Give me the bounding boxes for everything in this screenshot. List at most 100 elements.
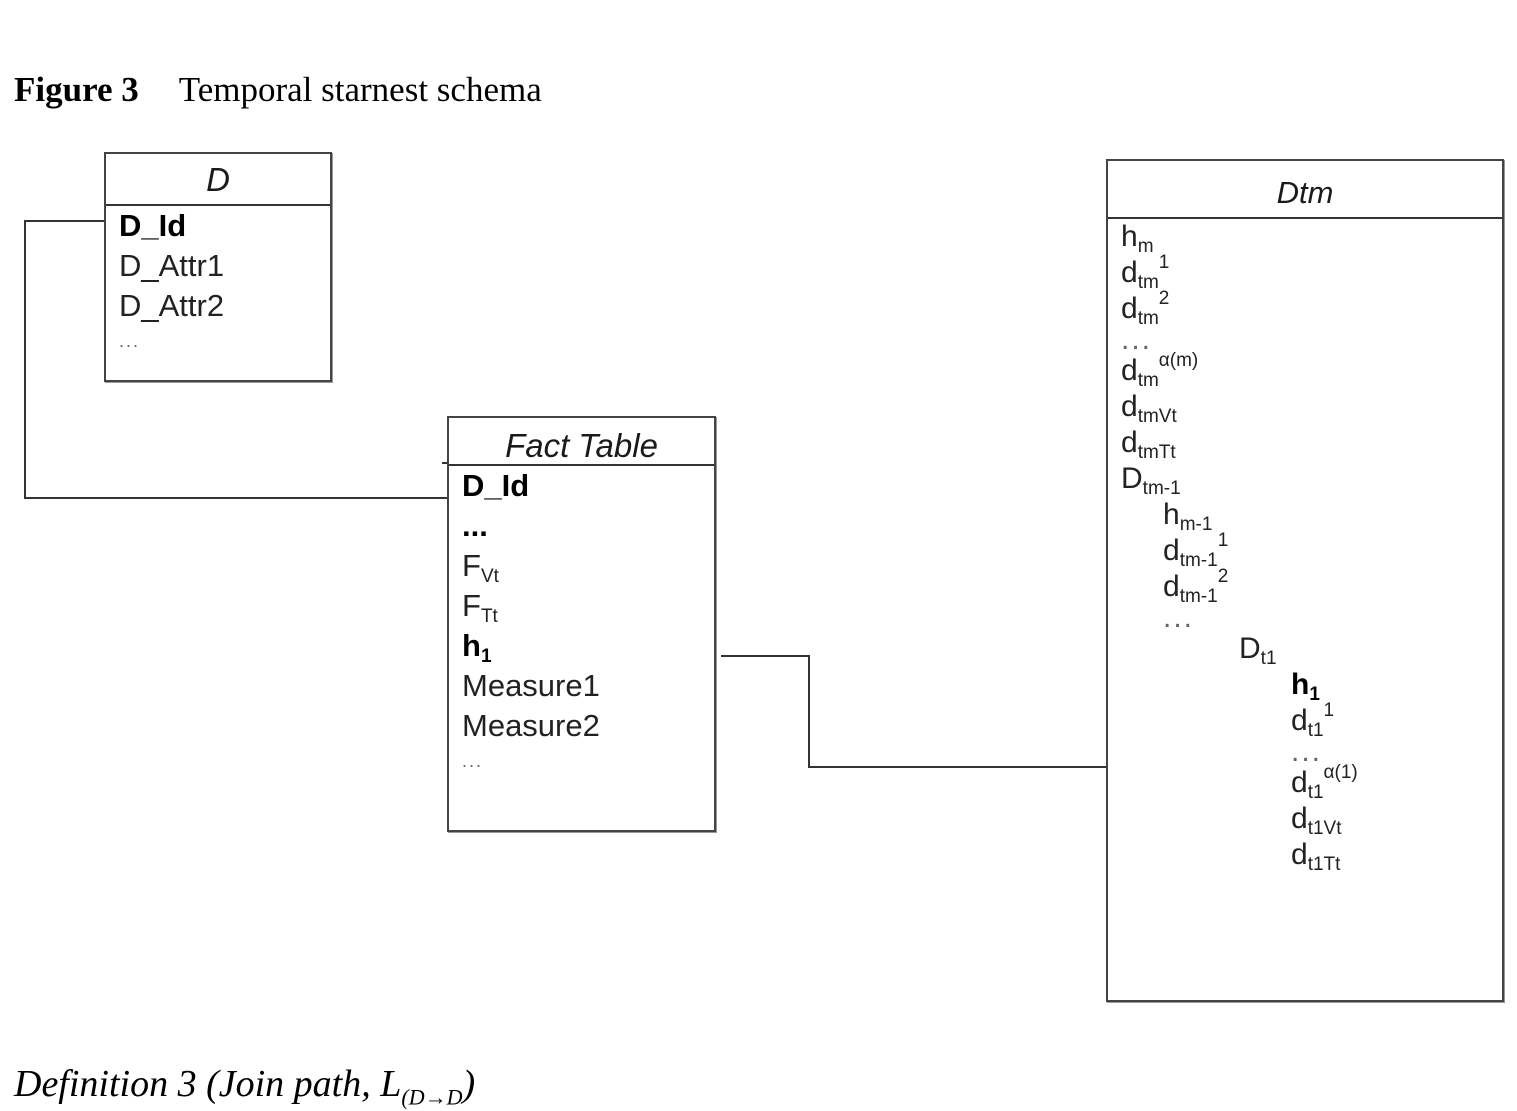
attribute-name: D_Attr2 xyxy=(119,288,225,323)
attribute-superscript: 2 xyxy=(1217,566,1229,587)
table-dtm-attribute: dt1α(1) xyxy=(1121,763,1502,802)
attribute-name: d xyxy=(1121,426,1138,459)
table-fact-attribute: FTt xyxy=(462,586,714,626)
definition-subscript: (D xyxy=(401,1084,425,1110)
attribute-name: ... xyxy=(462,751,484,771)
table-dtm-attribute: dtmα(m) xyxy=(1121,351,1502,391)
attribute-superscript: 1 xyxy=(1217,530,1229,551)
attribute-name: ... xyxy=(119,331,141,351)
table-fact-attribute: h1 xyxy=(462,626,714,666)
figure-caption: Figure 3 Temporal starnest schema xyxy=(14,70,542,110)
definition-heading: Definition 3 (Join path, L(D→D) xyxy=(14,1062,475,1111)
attribute-subscript: t1 xyxy=(1260,648,1277,669)
attribute-subscript: tm xyxy=(1137,370,1159,391)
table-fact-attribute: Measure1 xyxy=(462,666,714,706)
attribute-name: D_Attr1 xyxy=(119,248,225,283)
attribute-name: h xyxy=(1291,668,1310,701)
table-d-attribute: D_Attr1 xyxy=(119,246,330,286)
table-d-title: D xyxy=(106,154,330,206)
table-dtm-attribute: dtm-11 xyxy=(1121,530,1502,571)
attribute-name: d xyxy=(1291,838,1308,871)
attribute-name: F xyxy=(462,588,481,623)
table-fact-attribute: FVt xyxy=(462,546,714,586)
fact-header-divider-extension xyxy=(442,462,450,464)
attribute-name: d xyxy=(1291,704,1308,737)
attribute-subscript: t1Vt xyxy=(1307,818,1342,839)
attribute-name: ... xyxy=(462,508,488,543)
attribute-subscript: 1 xyxy=(480,646,492,667)
attribute-name: h xyxy=(462,628,481,663)
attribute-name: F xyxy=(462,548,481,583)
attribute-subscript: t1 xyxy=(1307,720,1324,741)
attribute-name: d xyxy=(1121,390,1138,423)
attribute-name: ... xyxy=(1291,735,1323,768)
attribute-subscript: tmTt xyxy=(1137,442,1176,463)
table-fact-attribute: ... xyxy=(462,746,714,776)
attribute-subscript: Tt xyxy=(480,606,498,627)
attribute-name: Measure1 xyxy=(462,668,600,703)
attribute-name: ... xyxy=(1163,601,1195,634)
figure-number: Figure 3 xyxy=(14,70,139,109)
table-dtm-attribute: ... xyxy=(1121,737,1502,767)
figure-title: Temporal starnest schema xyxy=(178,70,542,109)
table-dtm-attribute: Dtm-1 xyxy=(1121,461,1502,499)
definition-subscript-tail: →D xyxy=(424,1084,463,1110)
table-dtm-attribute: hm xyxy=(1121,219,1502,257)
attribute-name: d xyxy=(1121,292,1138,325)
table-dtm-attribute: dtmTt xyxy=(1121,425,1502,463)
table-dtm-attribute: dtm1 xyxy=(1121,252,1502,293)
connector-fact-to-dtm xyxy=(721,655,1107,768)
attribute-superscript: 1 xyxy=(1158,252,1170,273)
attribute-name: ... xyxy=(1121,323,1153,356)
table-dtm-attribute: dtm2 xyxy=(1121,288,1502,329)
table-d-attribute: D_Id xyxy=(119,206,330,246)
definition-closing: ) xyxy=(462,1063,476,1105)
attribute-superscript: 2 xyxy=(1158,288,1170,309)
table-fact-attribute: D_Id xyxy=(462,466,714,506)
attribute-subscript: Vt xyxy=(480,566,499,587)
attribute-subscript: tm-1 xyxy=(1179,550,1218,571)
attribute-subscript: tm-1 xyxy=(1142,478,1181,499)
attribute-name: d xyxy=(1163,570,1180,603)
attribute-name: d xyxy=(1163,534,1180,567)
attribute-superscript: 1 xyxy=(1323,700,1335,721)
attribute-name: D_Id xyxy=(119,208,187,243)
attribute-subscript: tm xyxy=(1137,272,1159,293)
attribute-name: d xyxy=(1291,766,1308,799)
attribute-subscript: tm-1 xyxy=(1179,586,1218,607)
table-dtm-title: Dtm xyxy=(1108,161,1502,219)
table-dtm-attribute: dt11 xyxy=(1121,700,1502,741)
attribute-name: d xyxy=(1291,802,1308,835)
attribute-name: D xyxy=(1239,632,1261,665)
table-d-attribute: D_Attr2 xyxy=(119,286,330,326)
table-dtm-attribute: hm-1 xyxy=(1121,497,1502,535)
table-dtm-attribute: dt1Vt xyxy=(1121,801,1502,839)
connector-d-to-fact xyxy=(24,220,447,499)
table-dtm-attribute: h1 xyxy=(1121,667,1502,705)
table-dtm-attribute: dtm-12 xyxy=(1121,566,1502,607)
attribute-name: d xyxy=(1121,256,1138,289)
table-fact-title: Fact Table xyxy=(449,418,714,466)
attribute-subscript: m-1 xyxy=(1179,514,1213,535)
attribute-subscript: tm xyxy=(1137,308,1159,329)
table-dtm-attribute: ... xyxy=(1121,603,1502,633)
attribute-name: d xyxy=(1121,354,1138,387)
table-dtm-attribute: Dt1 xyxy=(1121,631,1502,669)
attribute-subscript: 1 xyxy=(1309,684,1320,705)
attribute-name: D xyxy=(1121,462,1143,495)
table-dtm-attribute: dtmVt xyxy=(1121,389,1502,427)
table-fact-attribute: ... xyxy=(462,506,714,546)
attribute-name: D_Id xyxy=(462,468,530,503)
attribute-subscript: t1Tt xyxy=(1307,854,1341,875)
table-d-attribute: ... xyxy=(119,326,330,356)
attribute-name: Measure2 xyxy=(462,708,600,743)
attribute-subscript: m xyxy=(1137,236,1154,257)
attribute-subscript: tmVt xyxy=(1137,406,1177,427)
